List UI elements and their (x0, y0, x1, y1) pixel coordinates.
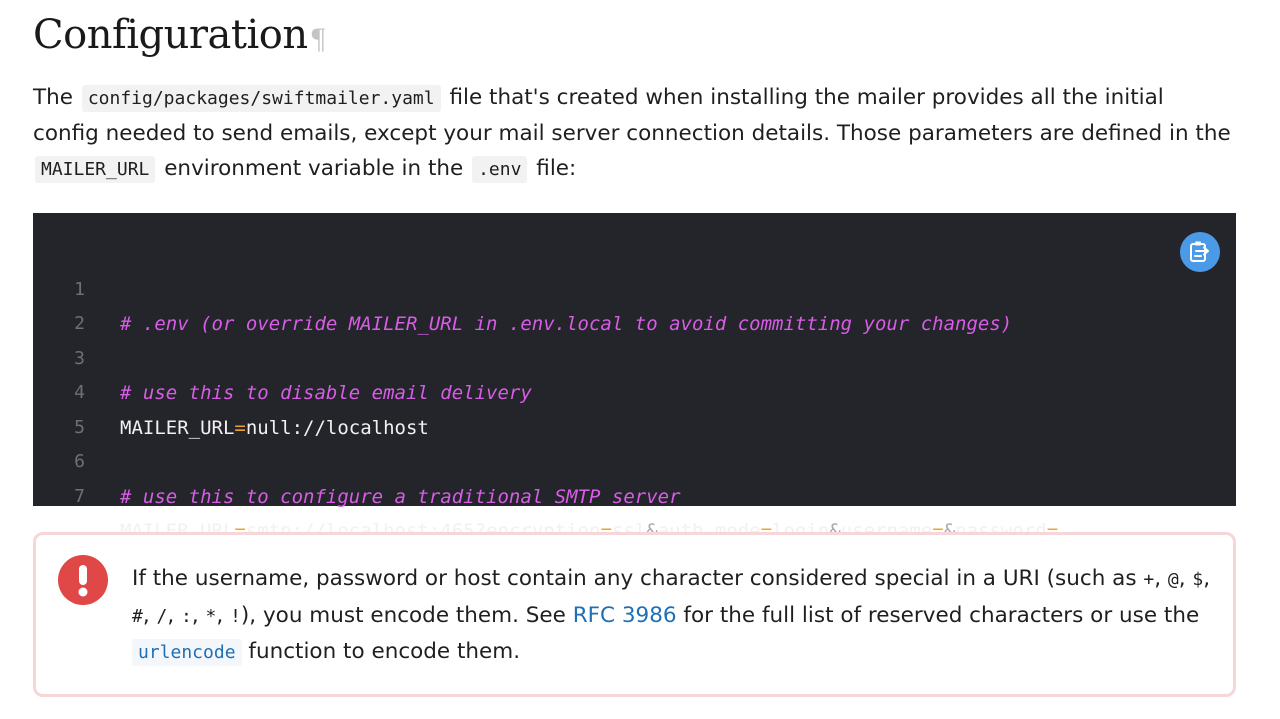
separator: , (167, 602, 182, 628)
line-number: 5 (74, 416, 85, 438)
code-operator: = (1046, 520, 1059, 542)
caution-admonition: If the username, password or host contai… (33, 532, 1236, 697)
code-key: MAILER_URL (120, 416, 235, 439)
special-char: $ (1192, 569, 1204, 590)
copy-to-clipboard-icon (1190, 241, 1209, 262)
code-operator: & (829, 520, 841, 542)
caution-text-segment: If the username, password or host contai… (132, 566, 1144, 591)
inline-code-mailer-url: MAILER_URL (35, 156, 156, 183)
code-operator: = (760, 520, 773, 542)
line-number: 3 (74, 347, 85, 369)
line-number: 6 (74, 451, 85, 472)
intro-text: file that's created when installing the … (33, 85, 1231, 146)
intro-text: environment variable in the (157, 156, 471, 181)
separator: , (1203, 566, 1211, 591)
code-line: 1 # .env (or override MAILER_URL in .env… (33, 238, 1236, 336)
code-line: 6 # use this to configure a traditional … (33, 411, 1236, 508)
code-comment: # use this to disable email delivery (120, 382, 532, 404)
line-number: 4 (74, 382, 85, 403)
inline-code-config-path: config/packages/swiftmailer.yaml (81, 85, 441, 112)
separator: , (142, 602, 157, 628)
special-char: * (205, 605, 217, 627)
section-heading: Configuration¶ (33, 10, 325, 64)
code-operator: = (932, 520, 944, 542)
code-line: 5 (33, 376, 1236, 438)
heading-anchor-link[interactable]: ¶ (311, 22, 326, 55)
special-char: # (132, 605, 143, 627)
code-operator: = (600, 520, 612, 542)
separator: , (191, 602, 206, 628)
inline-code-env: .env (472, 156, 528, 183)
special-char: / (156, 605, 168, 627)
code-operator: = (234, 520, 246, 542)
exclamation-icon (58, 555, 108, 605)
code-block[interactable]: 1 # .env (or override MAILER_URL in .env… (33, 213, 1236, 543)
copy-code-button[interactable] (1180, 232, 1220, 272)
separator: , (1178, 566, 1193, 591)
code-value: null://localhost (245, 416, 429, 439)
code-line: 3 # use this to disable email delivery (33, 307, 1236, 405)
line-code: # .env (or override MAILER_URL in .env.l… (120, 307, 1012, 342)
rfc-3986-link[interactable]: RFC 3986 (572, 602, 677, 628)
code-operator: & (943, 520, 956, 542)
urlencode-link[interactable]: urlencode (132, 639, 242, 666)
caution-text: If the username, password or host contai… (132, 561, 1212, 671)
line-number: 1 (74, 278, 85, 300)
line-code: MAILER_URL=null://localhost (120, 411, 429, 446)
code-line: 4 MAILER_URL=null://localhost (33, 342, 1236, 439)
special-char: @ (1167, 569, 1179, 590)
intro-text: file: (529, 156, 577, 181)
separator: , (216, 602, 231, 628)
caution-text-segment: function to encode them. (241, 639, 521, 664)
special-char: ! (230, 605, 241, 627)
line-code: # use this to disable email delivery (120, 376, 532, 411)
code-lines: 1 # .env (or override MAILER_URL in .env… (33, 238, 1236, 543)
code-operator: = (234, 416, 246, 439)
code-comment: # .env (or override MAILER_URL in .env.l… (120, 313, 1013, 335)
intro-paragraph: The config/packages/swiftmailer.yaml fil… (33, 80, 1236, 187)
code-operator: & (646, 520, 658, 542)
special-char: : (181, 605, 192, 627)
line-code: # use this to configure a traditional SM… (120, 480, 681, 515)
urlencode-code: urlencode (132, 639, 242, 666)
caution-text-segment: ), you must encode them. See (240, 602, 573, 628)
intro-text: The (33, 85, 80, 110)
separator: , (1154, 566, 1168, 591)
line-number: 7 (74, 485, 85, 507)
code-line: 2 (33, 273, 1236, 334)
special-char: + (1143, 569, 1155, 590)
heading-title: Configuration (33, 12, 308, 58)
caution-text-segment: for the full list of reserved characters… (676, 602, 1200, 628)
code-line: 7 MAILER_URL=smtp://localhost:465?encryp… (33, 445, 1236, 543)
code-comment: # use this to configure a traditional SM… (120, 485, 681, 508)
line-number: 2 (74, 313, 85, 334)
